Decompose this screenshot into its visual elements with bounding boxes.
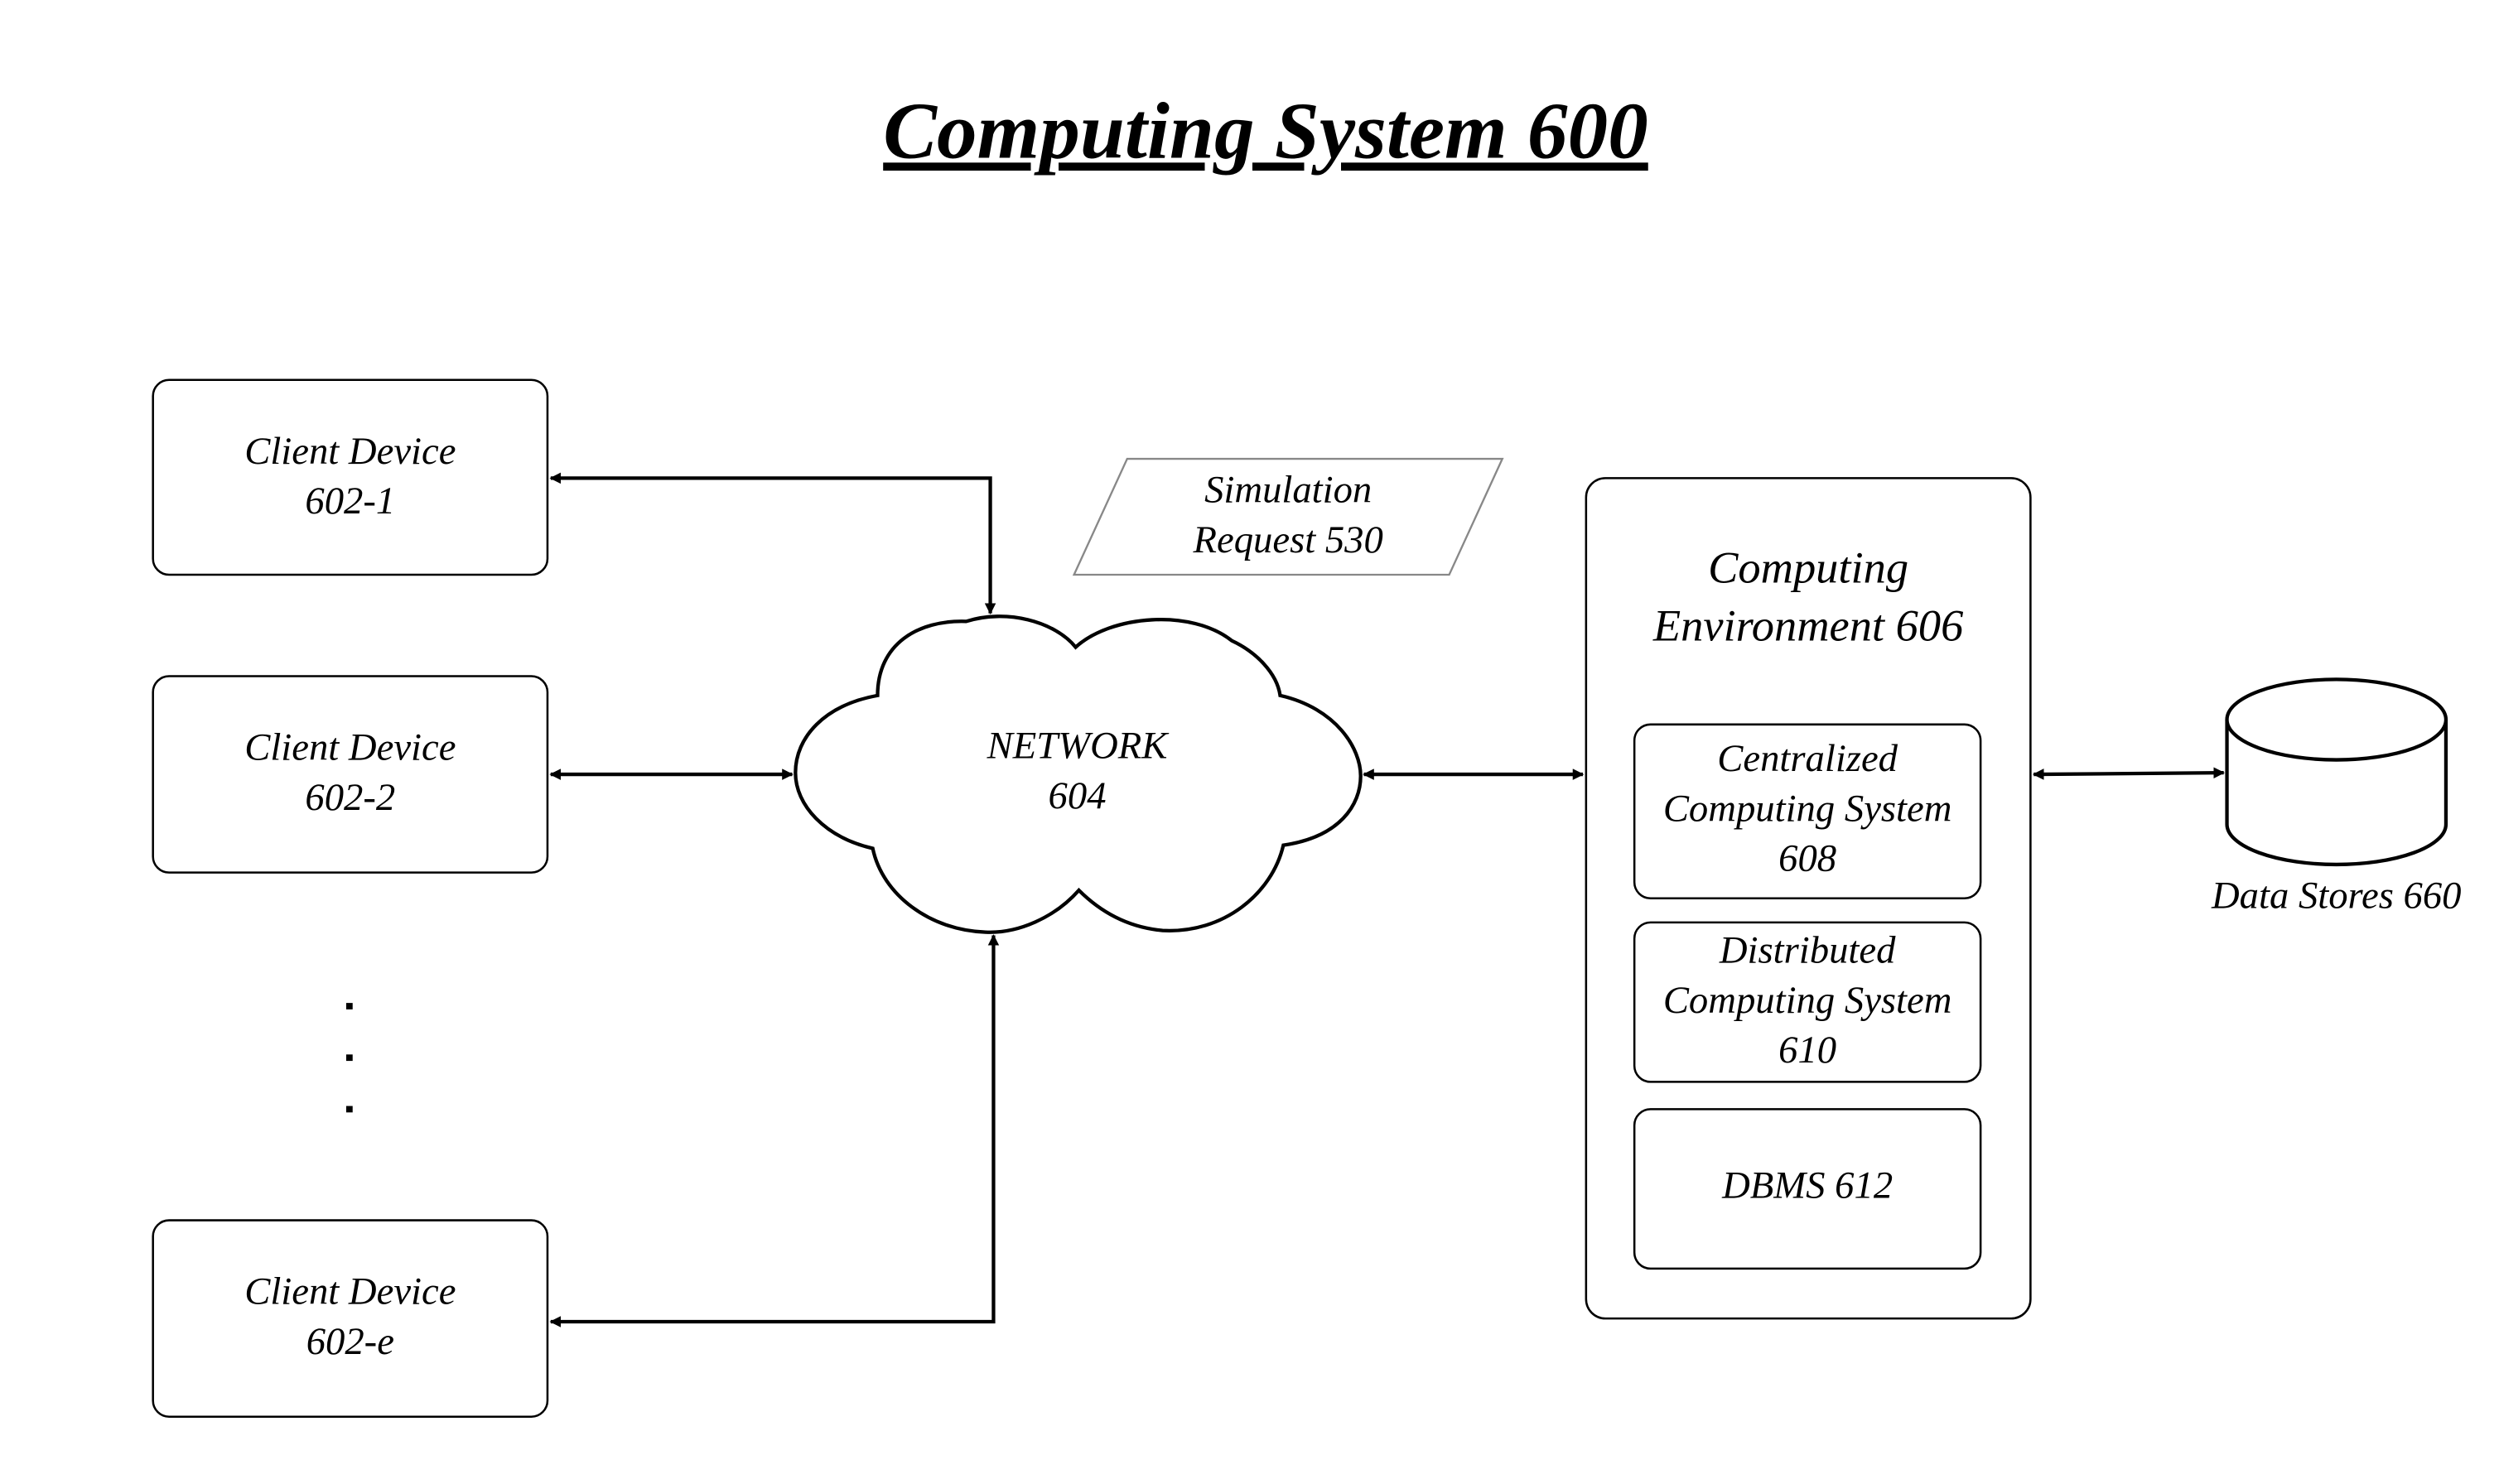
client-device-1-name: Client Device: [153, 428, 548, 478]
diagram-title: Computing System 600: [702, 74, 1830, 186]
computing-environment-label: Computing Environment 606: [1586, 541, 2031, 657]
connector-client1-network: [551, 478, 991, 613]
network-name: NETWORK: [916, 723, 1238, 773]
client-device-2-name: Client Device: [153, 725, 548, 774]
data-stores-cylinder: [2227, 679, 2446, 865]
client-device-2-id: 602-2: [153, 774, 548, 824]
dbms-text: DBMS 612: [1634, 1163, 1980, 1212]
connector-environment-datastores: [2033, 773, 2223, 774]
centralized-computing-system-label: Centralized Computing System 608: [1634, 735, 1980, 885]
client-device-1-id: 602-1: [153, 478, 548, 528]
connector-clientE-network: [551, 935, 994, 1322]
ellipsis-dot: [346, 1003, 353, 1009]
centralized-line1: Centralized: [1634, 735, 1980, 785]
distributed-computing-system-label: Distributed Computing System 610: [1634, 928, 1980, 1077]
dbms-label: DBMS 612: [1634, 1163, 1980, 1212]
client-device-1-label: Client Device 602-1: [153, 428, 548, 528]
distributed-line2: Computing System: [1634, 977, 1980, 1027]
client-device-e-name: Client Device: [153, 1269, 548, 1318]
simulation-request-line2: Request 530: [1111, 517, 1465, 566]
computing-environment-line2: Environment 606: [1586, 599, 2031, 657]
client-device-2-label: Client Device 602-2: [153, 725, 548, 825]
data-stores-text: Data Stores 660: [2192, 873, 2482, 923]
distributed-line3: 610: [1634, 1027, 1980, 1077]
client-device-e-id: 602-e: [153, 1318, 548, 1368]
data-stores-label: Data Stores 660: [2192, 873, 2482, 923]
network-label: NETWORK 604: [916, 723, 1238, 823]
centralized-line2: Computing System: [1634, 786, 1980, 836]
ellipsis-dot: [346, 1106, 353, 1113]
simulation-request-label: Simulation Request 530: [1111, 467, 1465, 567]
simulation-request-line1: Simulation: [1111, 467, 1465, 517]
ellipsis-dot: [346, 1054, 353, 1061]
network-id: 604: [916, 773, 1238, 822]
centralized-line3: 608: [1634, 836, 1980, 885]
computing-environment-line1: Computing: [1586, 541, 2031, 599]
client-device-e-label: Client Device 602-e: [153, 1269, 548, 1369]
distributed-line1: Distributed: [1634, 928, 1980, 977]
